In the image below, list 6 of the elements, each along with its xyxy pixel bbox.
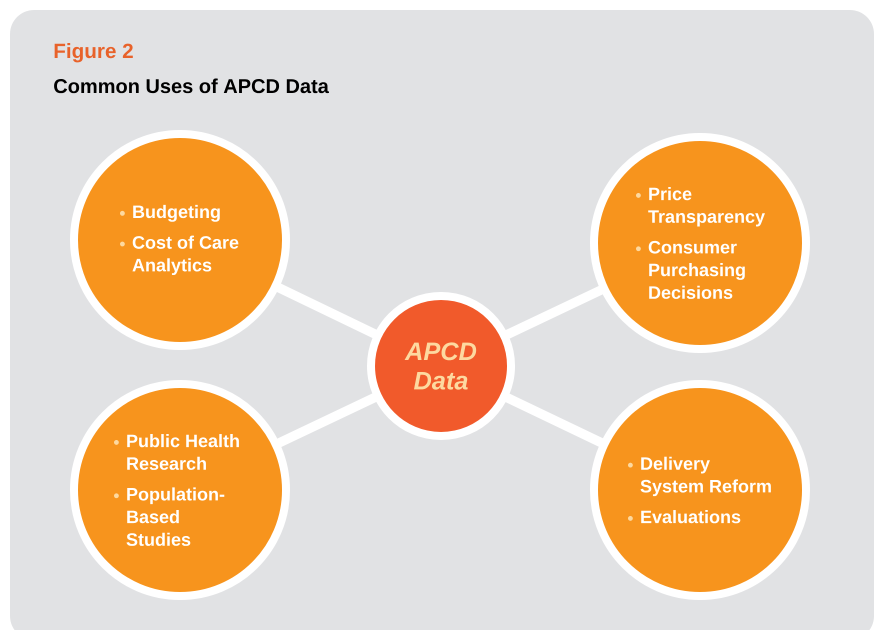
title: Common Uses of APCD Data: [54, 78, 329, 94]
connector-line: [503, 284, 606, 340]
connector-line: [503, 392, 606, 448]
figure-number: Figure 2: [54, 43, 133, 62]
connector-line: [274, 282, 379, 340]
connector-line: [274, 392, 379, 448]
